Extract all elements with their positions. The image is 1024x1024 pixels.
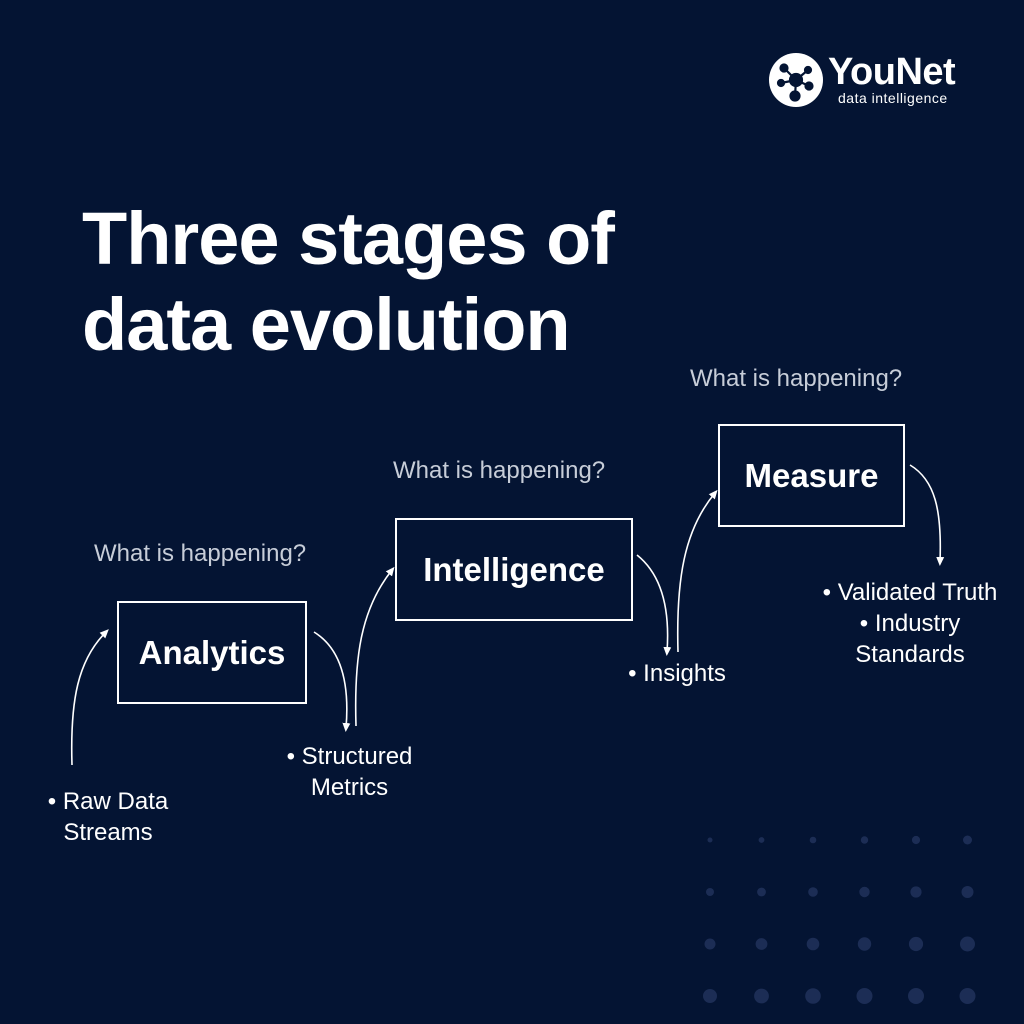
- validated-line-2: • Industry: [859, 610, 961, 637]
- arrow-measure-to-validated: [909, 464, 945, 566]
- decorative-dot: [859, 886, 870, 898]
- arrow-raw-to-analytics: [70, 629, 109, 766]
- decorative-dot: [856, 988, 873, 1004]
- brand-name: YouNet: [828, 51, 956, 93]
- decorative-dot: [908, 936, 924, 952]
- arrow-structured-to-intelligence: [354, 566, 395, 727]
- network-nodes-icon: [769, 53, 823, 107]
- decorative-dot: [857, 937, 872, 951]
- decorative-dot: [703, 989, 717, 1003]
- decorative-dot: [910, 886, 922, 898]
- decorative-dot: [961, 886, 974, 898]
- decorative-dot: [959, 988, 976, 1004]
- decorative-dot: [963, 835, 972, 845]
- decorative-dot: [755, 938, 768, 950]
- intelligence-question: What is happening?: [393, 457, 606, 484]
- decorative-dot: [806, 937, 820, 951]
- raw-data-bullet: • Raw Data Streams: [28, 786, 188, 848]
- decorative-dot: [758, 837, 765, 843]
- decorative-dot: [908, 988, 924, 1004]
- arrow-insights-to-measure: [676, 489, 718, 653]
- arrow-analytics-to-structured: [313, 631, 351, 732]
- decorative-dot: [706, 888, 714, 896]
- stage-analytics-label: Analytics: [138, 633, 286, 671]
- validated-line-1: • Validated Truth: [822, 579, 998, 606]
- stage-measure-label: Measure: [744, 456, 879, 494]
- structured-line-1: • Structured: [286, 743, 413, 770]
- decorative-dot: [960, 936, 975, 952]
- raw-data-line-2: Streams: [63, 819, 153, 846]
- brand-logo: YouNet data intelligence: [768, 50, 988, 110]
- decorative-dot: [754, 988, 769, 1004]
- title-line-1: Three stages of: [82, 197, 615, 280]
- dot-pattern: [703, 835, 976, 1004]
- decorative-dot: [809, 836, 817, 844]
- page-title: Three stages of data evolution: [82, 196, 702, 368]
- stage-intelligence-label: Intelligence: [423, 550, 605, 588]
- arrow-intelligence-to-insights: [636, 554, 672, 656]
- validated-line-3: Standards: [855, 641, 965, 668]
- decorative-dot: [707, 837, 713, 843]
- analytics-question: What is happening?: [94, 540, 307, 567]
- brand-tagline: data intelligence: [838, 90, 948, 106]
- structured-metrics-bullet: • Structured Metrics: [262, 741, 437, 803]
- stage-measure: Measure: [718, 424, 905, 527]
- decorative-dot: [757, 887, 766, 897]
- validated-truth-bullet: • Validated Truth • Industry Standards: [800, 577, 1020, 670]
- stage-intelligence: Intelligence: [395, 518, 633, 621]
- decorative-dot: [704, 938, 716, 950]
- stage-analytics: Analytics: [117, 601, 307, 704]
- title-line-2: data evolution: [82, 283, 571, 366]
- decorative-dot: [860, 836, 869, 844]
- insights-line-1: • Insights: [628, 660, 726, 687]
- raw-data-line-1: • Raw Data: [47, 788, 169, 815]
- structured-line-2: Metrics: [310, 774, 389, 801]
- decorative-dot: [805, 988, 821, 1004]
- insights-bullet: • Insights: [612, 658, 742, 689]
- measure-question: What is happening?: [690, 365, 903, 392]
- decorative-dot: [808, 887, 818, 897]
- decorative-dot: [911, 835, 921, 845]
